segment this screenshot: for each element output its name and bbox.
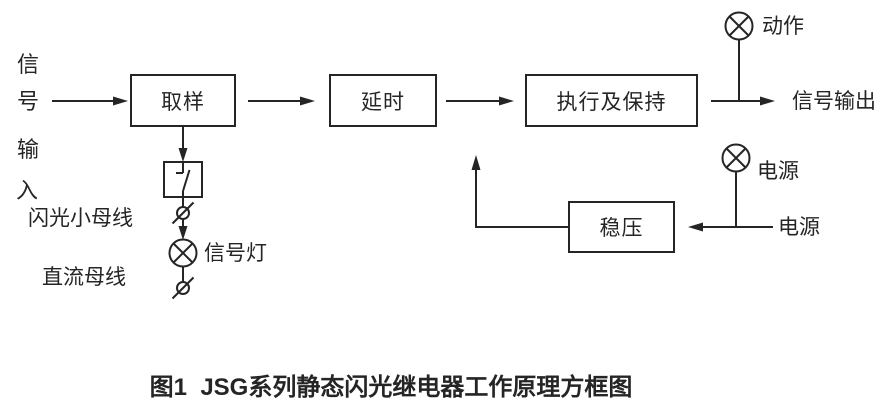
arrow-execute-to-output [711,96,775,106]
arrow-terminal-to-lamp [178,219,188,240]
figure-caption: 图1 JSG系列静态闪光继电器工作原理方框图 [149,374,633,401]
arrow-sampling-to-contact [178,127,188,162]
block-regulator-label: 稳压 [599,217,644,240]
dc-bus-label: 直流母线 [42,266,126,289]
block-sampling-label: 取样 [161,90,205,114]
power-source-label: 电源 [778,216,820,239]
signal-lamp-label: 信号灯 [204,242,267,265]
action-lamp-icon [724,11,754,101]
power-lamp-label: 电源 [757,160,799,183]
block-delay: 延时 [329,74,437,127]
arrow-sampling-to-delay [248,96,315,106]
signal-input-char-2: 号 [17,89,40,114]
arrow-power-to-regulator [688,222,773,232]
contact-box [163,161,203,198]
block-regulator: 稳压 [568,201,675,253]
block-sampling: 取样 [130,74,236,127]
arrow-regulator-feed [471,155,568,228]
block-execute-hold: 执行及保持 [525,74,698,127]
terminal-icon-dc-bus [171,276,195,300]
power-lamp-icon [721,143,751,227]
signal-input-char-1: 信 [17,52,40,77]
signal-input-char-4: 入 [16,178,39,203]
arrow-signal-input [52,96,128,106]
block-execute-hold-label: 执行及保持 [556,90,667,114]
signal-output-label: 信号输出 [792,90,876,113]
signal-input-char-3: 输 [17,137,40,162]
arrow-delay-to-execute [446,96,514,106]
action-label: 动作 [762,15,804,38]
signal-lamp-icon [168,238,198,282]
flash-bus-label: 闪光小母线 [28,207,133,230]
block-delay-label: 延时 [361,90,405,114]
